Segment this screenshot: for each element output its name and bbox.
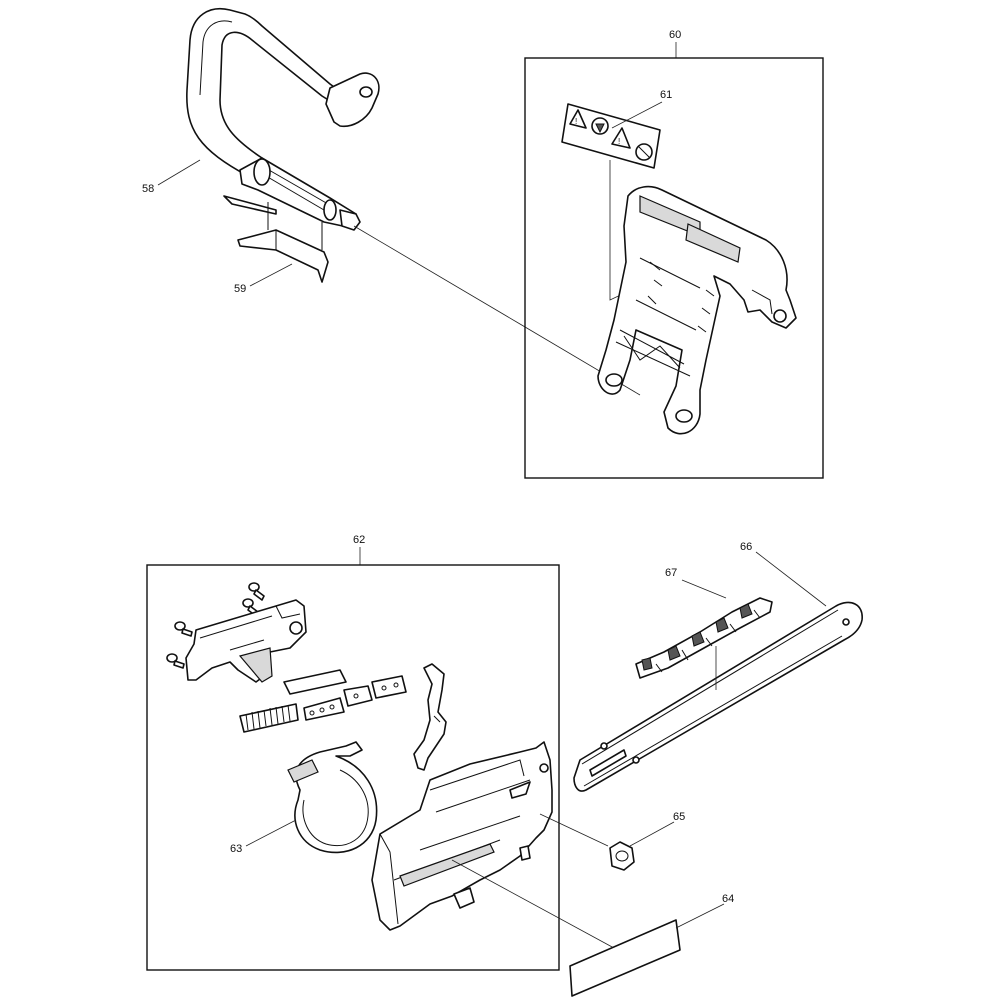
svg-text:60: 60 — [669, 29, 681, 41]
svg-text:58: 58 — [142, 183, 154, 195]
kit-box-62 — [146, 564, 560, 971]
svg-text:63: 63 — [230, 843, 242, 855]
cover-to-nut-leader — [539, 813, 609, 847]
callout-66: 66 — [740, 541, 827, 607]
callout-58: 58 — [142, 159, 201, 195]
chain-direction-sticker[interactable] — [569, 919, 681, 997]
saw-chain[interactable] — [635, 597, 773, 679]
kit-box-60 — [524, 57, 824, 479]
callout-67: 67 — [665, 567, 727, 599]
callout-59: 59 — [234, 263, 293, 295]
screws[interactable] — [166, 582, 265, 669]
svg-text:!: ! — [618, 137, 620, 146]
brake-spring[interactable] — [239, 703, 299, 733]
callout-65: 65 — [629, 811, 685, 847]
sprocket-cover[interactable] — [371, 741, 553, 931]
svg-text:67: 67 — [665, 567, 677, 579]
svg-text:59: 59 — [234, 283, 246, 295]
read-manual-icon — [591, 117, 609, 135]
warning-label-61[interactable]: ! ! — [561, 103, 661, 169]
svg-text:66: 66 — [740, 541, 752, 553]
shim-plate[interactable] — [283, 669, 347, 695]
svg-text:61: 61 — [660, 89, 672, 101]
callout-64: 64 — [675, 893, 734, 929]
callout-63: 63 — [230, 819, 297, 855]
link-chain-parts[interactable] — [303, 675, 407, 721]
handle-spacer-plates[interactable] — [223, 195, 329, 283]
brake-band[interactable] — [287, 741, 378, 854]
bar-nut[interactable] — [609, 841, 635, 871]
brake-bracket[interactable] — [185, 599, 307, 683]
warning-triangle-icon: ! — [611, 127, 631, 149]
prohibition-icon — [635, 143, 653, 161]
screw — [174, 621, 193, 637]
svg-text:65: 65 — [673, 811, 685, 823]
screw — [166, 653, 185, 669]
svg-text:!: ! — [575, 117, 577, 126]
cover-to-sticker-leader — [451, 859, 615, 949]
callout-62: 62 — [353, 534, 365, 565]
callout-61: 61 — [611, 89, 672, 129]
guide-bar[interactable] — [573, 601, 863, 792]
brake-lever[interactable] — [413, 663, 447, 771]
svg-text:62: 62 — [353, 534, 365, 546]
warning-triangle-icon: ! — [569, 109, 587, 129]
callout-60: 60 — [669, 29, 681, 58]
screw — [248, 582, 265, 601]
front-handle-bar[interactable] — [186, 8, 380, 231]
svg-text:64: 64 — [722, 893, 734, 905]
handle-bracket[interactable] — [597, 185, 797, 435]
assembly-leader-handle-to-bracket — [353, 225, 641, 396]
